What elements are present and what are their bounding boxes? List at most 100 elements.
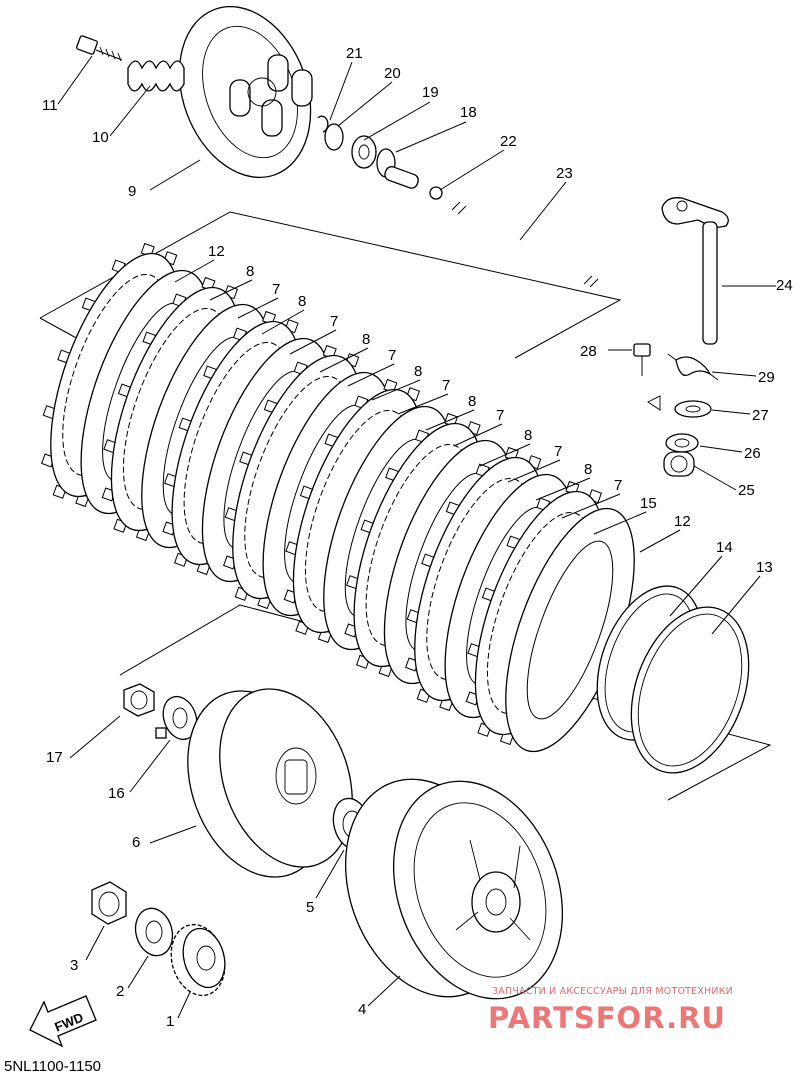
callout-7-g: 7	[614, 477, 622, 494]
leader-line	[315, 849, 345, 899]
leader-line	[319, 347, 369, 373]
gear-washer-part	[134, 907, 174, 957]
plate-washer-part	[647, 395, 712, 418]
callout-16: 16	[108, 785, 125, 802]
plate-inner-edge	[526, 540, 614, 720]
callout-20: 20	[384, 65, 401, 82]
callout-26: 26	[744, 445, 761, 462]
long-push-rod-part	[451, 201, 601, 292]
callout-7-f: 7	[554, 443, 562, 460]
leader-line	[519, 181, 567, 241]
watermark-tagline: ЗАПЧАСТИ И АКСЕССУАРЫ ДЛЯ МОТОТЕХНИКИ	[492, 986, 733, 997]
leader-line	[337, 81, 393, 127]
leader-line	[109, 85, 151, 137]
oil-seal-part	[665, 433, 699, 453]
callout-18: 18	[460, 104, 477, 121]
leader-line	[129, 739, 171, 793]
callout-8-d: 8	[414, 363, 422, 380]
leader-line	[397, 393, 449, 415]
bolt-part	[76, 35, 123, 62]
callout-5: 5	[306, 899, 314, 916]
callout-17: 17	[46, 749, 63, 766]
primary-drive-gear-part	[170, 923, 226, 997]
bearing-part	[351, 135, 377, 169]
callout-8-c: 8	[362, 331, 370, 348]
callout-4: 4	[358, 1001, 366, 1018]
pressure-plate-part	[178, 5, 313, 179]
seat-ring-part	[630, 606, 750, 774]
leader-line	[85, 925, 105, 961]
callout-12-top: 12	[208, 243, 225, 260]
leader-line	[639, 529, 681, 553]
ball-part	[429, 186, 443, 200]
leader-line	[149, 159, 201, 191]
leader-line	[425, 409, 475, 431]
leader-line	[669, 555, 723, 617]
spring-part	[127, 60, 185, 92]
clutch-plate	[505, 507, 635, 753]
callout-28: 28	[580, 343, 597, 360]
callout-7-d: 7	[442, 377, 450, 394]
push-lever-shaft-part	[661, 197, 729, 345]
leader-line	[149, 825, 197, 844]
callout-12-bottom: 12	[674, 513, 691, 530]
leader-line	[507, 459, 561, 483]
callout-27: 27	[752, 407, 769, 424]
callout-15: 15	[640, 495, 657, 512]
callout-1: 1	[166, 1013, 174, 1030]
callout-24: 24	[776, 277, 793, 294]
leader-line	[561, 493, 621, 519]
callout-3: 3	[70, 957, 78, 974]
callout-7-b: 7	[330, 313, 338, 330]
leader-line	[57, 55, 93, 105]
leader-line	[693, 465, 737, 491]
leader-line	[371, 379, 421, 401]
diagram-code: 5NL1100-1150	[4, 1058, 101, 1075]
circlip-part	[317, 115, 329, 133]
leader-line	[711, 409, 751, 415]
callout-7-a: 7	[272, 281, 280, 298]
leader-line	[453, 423, 503, 447]
callout-14: 14	[716, 539, 733, 556]
fwd-arrow-icon: FWD	[29, 995, 97, 1048]
callout-22: 22	[500, 133, 517, 150]
callout-13: 13	[756, 559, 773, 576]
leader-line	[261, 309, 305, 335]
clutch-plate-stack	[41, 242, 635, 753]
leader-line	[479, 443, 531, 467]
leader-line	[439, 149, 505, 191]
callout-8-b: 8	[298, 293, 306, 310]
leader-line	[174, 259, 215, 283]
callout-8-f: 8	[524, 427, 532, 444]
leader-line	[593, 511, 647, 535]
leader-line	[237, 297, 279, 319]
leader-line	[127, 955, 149, 989]
callout-labels: 11 10 9 21 20 19 18 22 23 24 28 29 27 26…	[42, 45, 793, 1030]
callout-7-c: 7	[388, 347, 396, 364]
leader-line	[367, 975, 401, 1007]
leader-line	[395, 121, 467, 153]
leader-line	[711, 371, 757, 377]
screw-part	[633, 343, 651, 376]
callout-6: 6	[132, 834, 140, 851]
leader-line	[699, 445, 743, 453]
callout-9: 9	[128, 183, 136, 200]
partsfor-watermark: ЗАПЧАСТИ И АКСЕССУАРЫ ДЛЯ МОТОТЕХНИКИ PA…	[488, 986, 733, 1035]
clutch-housing-part	[344, 778, 564, 1000]
callout-23: 23	[556, 165, 573, 182]
leader-line	[363, 101, 431, 141]
leader-line	[711, 575, 761, 635]
watermark-brand: PARTSFOR.RU	[488, 1001, 726, 1035]
hub-nut-part	[123, 683, 155, 717]
callout-8-g: 8	[584, 461, 592, 478]
leader-line	[209, 279, 253, 301]
lock-washer-part	[155, 695, 198, 741]
leader-line	[535, 477, 591, 501]
clutch-boss-part	[187, 688, 353, 878]
callout-8-a: 8	[246, 263, 254, 280]
callout-2: 2	[116, 983, 124, 1000]
return-spring-part	[667, 353, 719, 381]
callout-8-e: 8	[468, 393, 476, 410]
leader-line	[347, 363, 395, 387]
